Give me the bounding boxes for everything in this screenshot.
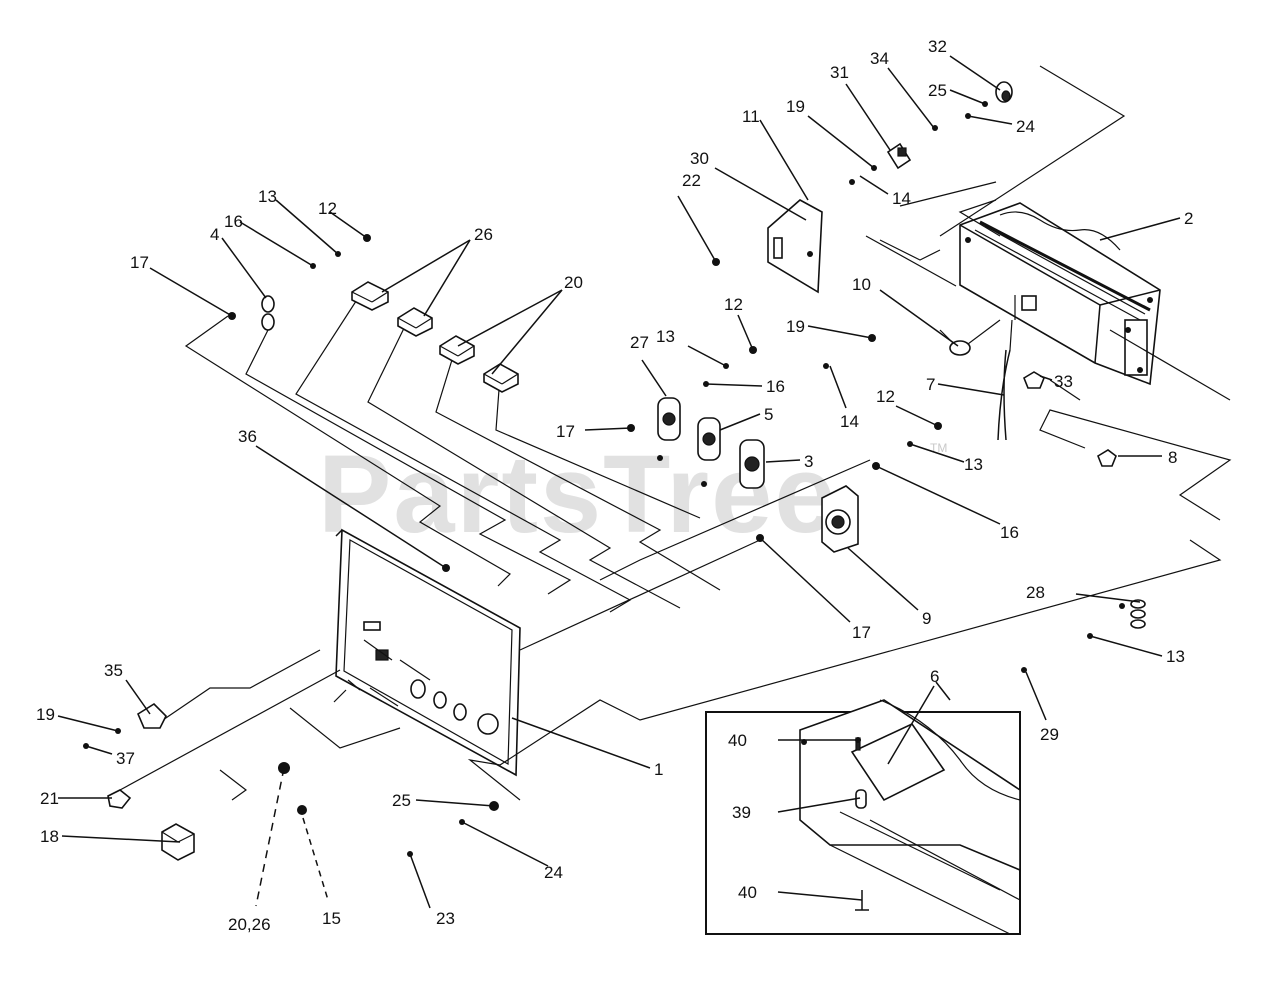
callout-3: 3: [804, 452, 813, 471]
leader-lines: [57, 55, 1181, 909]
wire-lead: [1009, 319, 1013, 351]
callout-2: 2: [1184, 209, 1193, 228]
callout-8: 8: [1168, 448, 1177, 467]
callout-26: 26: [474, 225, 493, 244]
callout-23: 23: [436, 909, 455, 928]
callout-16: 16: [766, 377, 785, 396]
callout-17: 17: [556, 422, 575, 441]
callout-27: 27: [630, 333, 649, 352]
circuit-breaker-icon: [351, 281, 389, 311]
housing-box: [959, 202, 1161, 386]
callout-12: 12: [724, 295, 743, 314]
callout-16: 16: [1000, 523, 1019, 542]
callout-12: 12: [318, 199, 337, 218]
parts: [83, 81, 1146, 861]
callout-25: 25: [392, 791, 411, 810]
callout-36: 36: [238, 427, 257, 446]
callout-18: 18: [40, 827, 59, 846]
twist-lock-receptacle-icon: [821, 485, 859, 553]
callout-20: 20: [564, 273, 583, 292]
callout-21: 21: [40, 789, 59, 808]
clip-icon: [107, 789, 132, 809]
callout-31: 31: [830, 63, 849, 82]
callout-15: 15: [322, 909, 341, 928]
grommet-icon: [261, 295, 275, 331]
callout-13: 13: [964, 455, 983, 474]
callout-32: 32: [928, 37, 947, 56]
callout-28: 28: [1026, 583, 1045, 602]
callout-20-26: 20,26: [228, 915, 271, 934]
circuit-breaker-icon: [397, 307, 433, 337]
callout-40: 40: [738, 883, 757, 902]
callout-5: 5: [764, 405, 773, 424]
callout-19: 19: [786, 317, 805, 336]
callout-19: 19: [786, 97, 805, 116]
callout-1: 1: [654, 760, 663, 779]
wire-lead: [997, 349, 1011, 441]
callout-16: 16: [224, 212, 243, 231]
wire-harness: [119, 65, 1232, 801]
switch-icon: [886, 142, 912, 170]
receptacle-icon: [739, 439, 765, 489]
circuit-breaker-icon: [439, 335, 475, 365]
callout-29: 29: [1040, 725, 1059, 744]
mounting-plate-icon: [767, 199, 823, 294]
callout-25: 25: [928, 81, 947, 100]
callout-13: 13: [258, 187, 277, 206]
callout-11: 11: [742, 107, 760, 126]
callout-22: 22: [682, 171, 701, 190]
callout-9: 9: [922, 609, 931, 628]
callout-10: 10: [852, 275, 871, 294]
callout-17: 17: [852, 623, 871, 642]
callout-19: 19: [36, 705, 55, 724]
callout-24: 24: [544, 863, 563, 882]
callout-34: 34: [870, 49, 889, 68]
plug-icon: [1097, 449, 1117, 467]
circuit-breaker-icon: [483, 363, 519, 393]
wire-lead: [1003, 349, 1007, 441]
callout-13: 13: [1166, 647, 1185, 666]
callout-40: 40: [728, 731, 747, 750]
callout-4: 4: [210, 225, 219, 244]
callout-labels: 1 2 3 4 5 6 7 8 9 10 11 12 12 12 13 13 1…: [36, 37, 1193, 934]
callout-12: 12: [876, 387, 895, 406]
receptacle-icon: [697, 417, 721, 461]
control-panel: [335, 528, 521, 777]
callout-6: 6: [930, 667, 939, 686]
callout-39: 39: [732, 803, 751, 822]
callout-14: 14: [892, 189, 911, 208]
callout-30: 30: [690, 149, 709, 168]
knob-icon: [995, 81, 1013, 103]
callout-24: 24: [1016, 117, 1035, 136]
inset-detail: [705, 699, 1021, 935]
callout-7: 7: [926, 375, 935, 394]
receptacle-icon: [657, 397, 681, 441]
callout-35: 35: [104, 661, 123, 680]
callout-14: 14: [840, 412, 859, 431]
callout-17: 17: [130, 253, 149, 272]
spring-icon: [1130, 599, 1146, 629]
callout-33: 33: [1054, 372, 1073, 391]
callout-13: 13: [656, 327, 675, 346]
nut-icon: [1023, 371, 1045, 389]
callout-37: 37: [116, 749, 135, 768]
bracket-icon: [136, 702, 167, 729]
